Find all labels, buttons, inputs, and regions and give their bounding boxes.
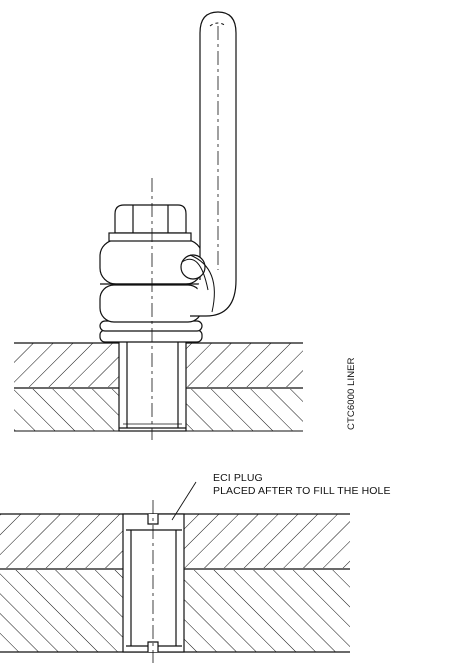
liner-label: CTC6000 LINER bbox=[346, 357, 357, 430]
nut-lower bbox=[99, 284, 203, 323]
lower-plate-hatch-left bbox=[14, 389, 119, 431]
section-lower-hatch-left bbox=[0, 570, 123, 652]
eci-plug-label: ECI PLUG bbox=[213, 472, 263, 484]
pivot-eye bbox=[180, 254, 206, 280]
section-upper-hatch-left bbox=[0, 514, 123, 568]
section-upper-hatch-right bbox=[184, 514, 350, 568]
hex-head bbox=[114, 204, 187, 234]
upper-plate-hatch-left bbox=[14, 343, 119, 387]
eci-plug-note: PLACED AFTER TO FILL THE HOLE bbox=[213, 485, 391, 497]
top-assembly bbox=[14, 11, 303, 440]
upper-plate-hatch-right bbox=[186, 343, 303, 387]
lifting-handle bbox=[190, 11, 237, 317]
lower-plate-hatch-right bbox=[186, 389, 303, 431]
plug-leader-line bbox=[171, 481, 197, 521]
eci-plug bbox=[122, 513, 185, 653]
bolt-shank bbox=[118, 327, 187, 432]
washer-bottom bbox=[99, 329, 203, 343]
section-lower-hatch-right bbox=[184, 570, 350, 652]
bottom-section bbox=[0, 481, 350, 663]
hex-base bbox=[108, 232, 192, 242]
